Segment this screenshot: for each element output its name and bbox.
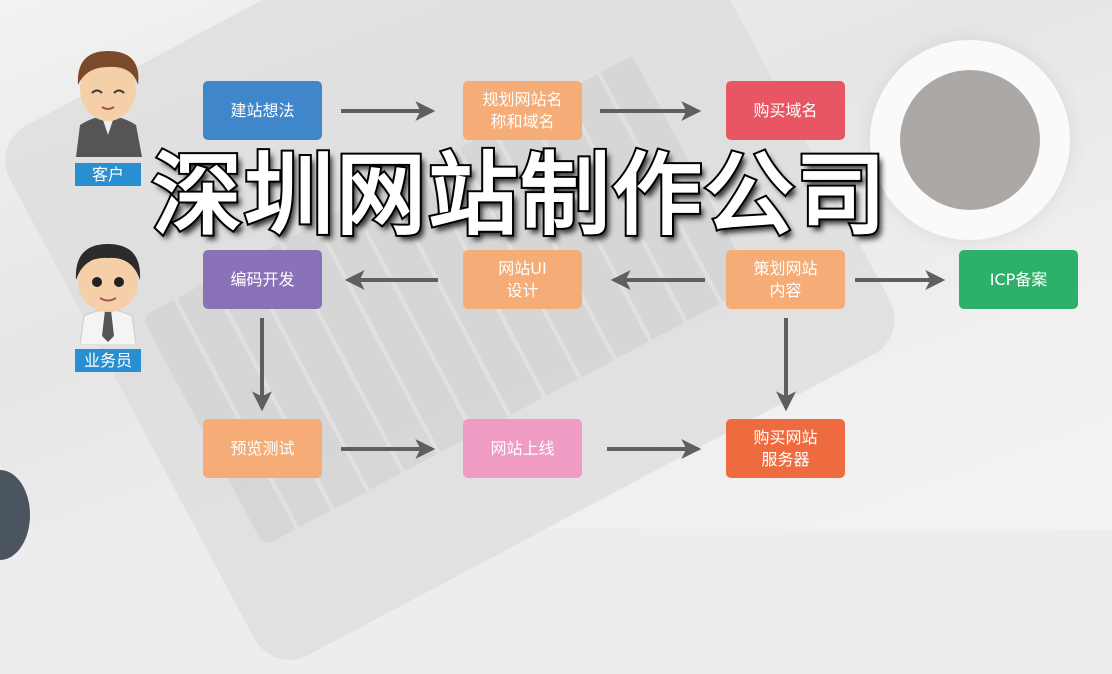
salesperson-avatar-icon xyxy=(75,244,141,345)
step-launch: 网站上线 xyxy=(463,419,582,478)
step-preview-test: 预览测试 xyxy=(203,419,322,478)
step-buy-server: 购买网站 服务器 xyxy=(726,419,845,478)
step-plan-name-domain: 规划网站名 称和域名 xyxy=(463,81,582,140)
flow-arrows xyxy=(252,101,946,459)
step-buy-domain: 购买域名 xyxy=(726,81,845,140)
coffee-cup-image xyxy=(870,40,1070,240)
step-idea: 建站想法 xyxy=(203,81,322,140)
step-ui-design: 网站UI 设计 xyxy=(463,250,582,309)
page-title: 深圳网站制作公司 xyxy=(150,143,888,248)
step-coding: 编码开发 xyxy=(203,250,322,309)
client-avatar-icon xyxy=(76,51,142,157)
salesperson-label: 业务员 xyxy=(75,349,141,372)
step-icp: ICP备案 xyxy=(959,250,1078,309)
client-label: 客户 xyxy=(75,163,141,186)
step-plan-content: 策划网站 内容 xyxy=(726,250,845,309)
